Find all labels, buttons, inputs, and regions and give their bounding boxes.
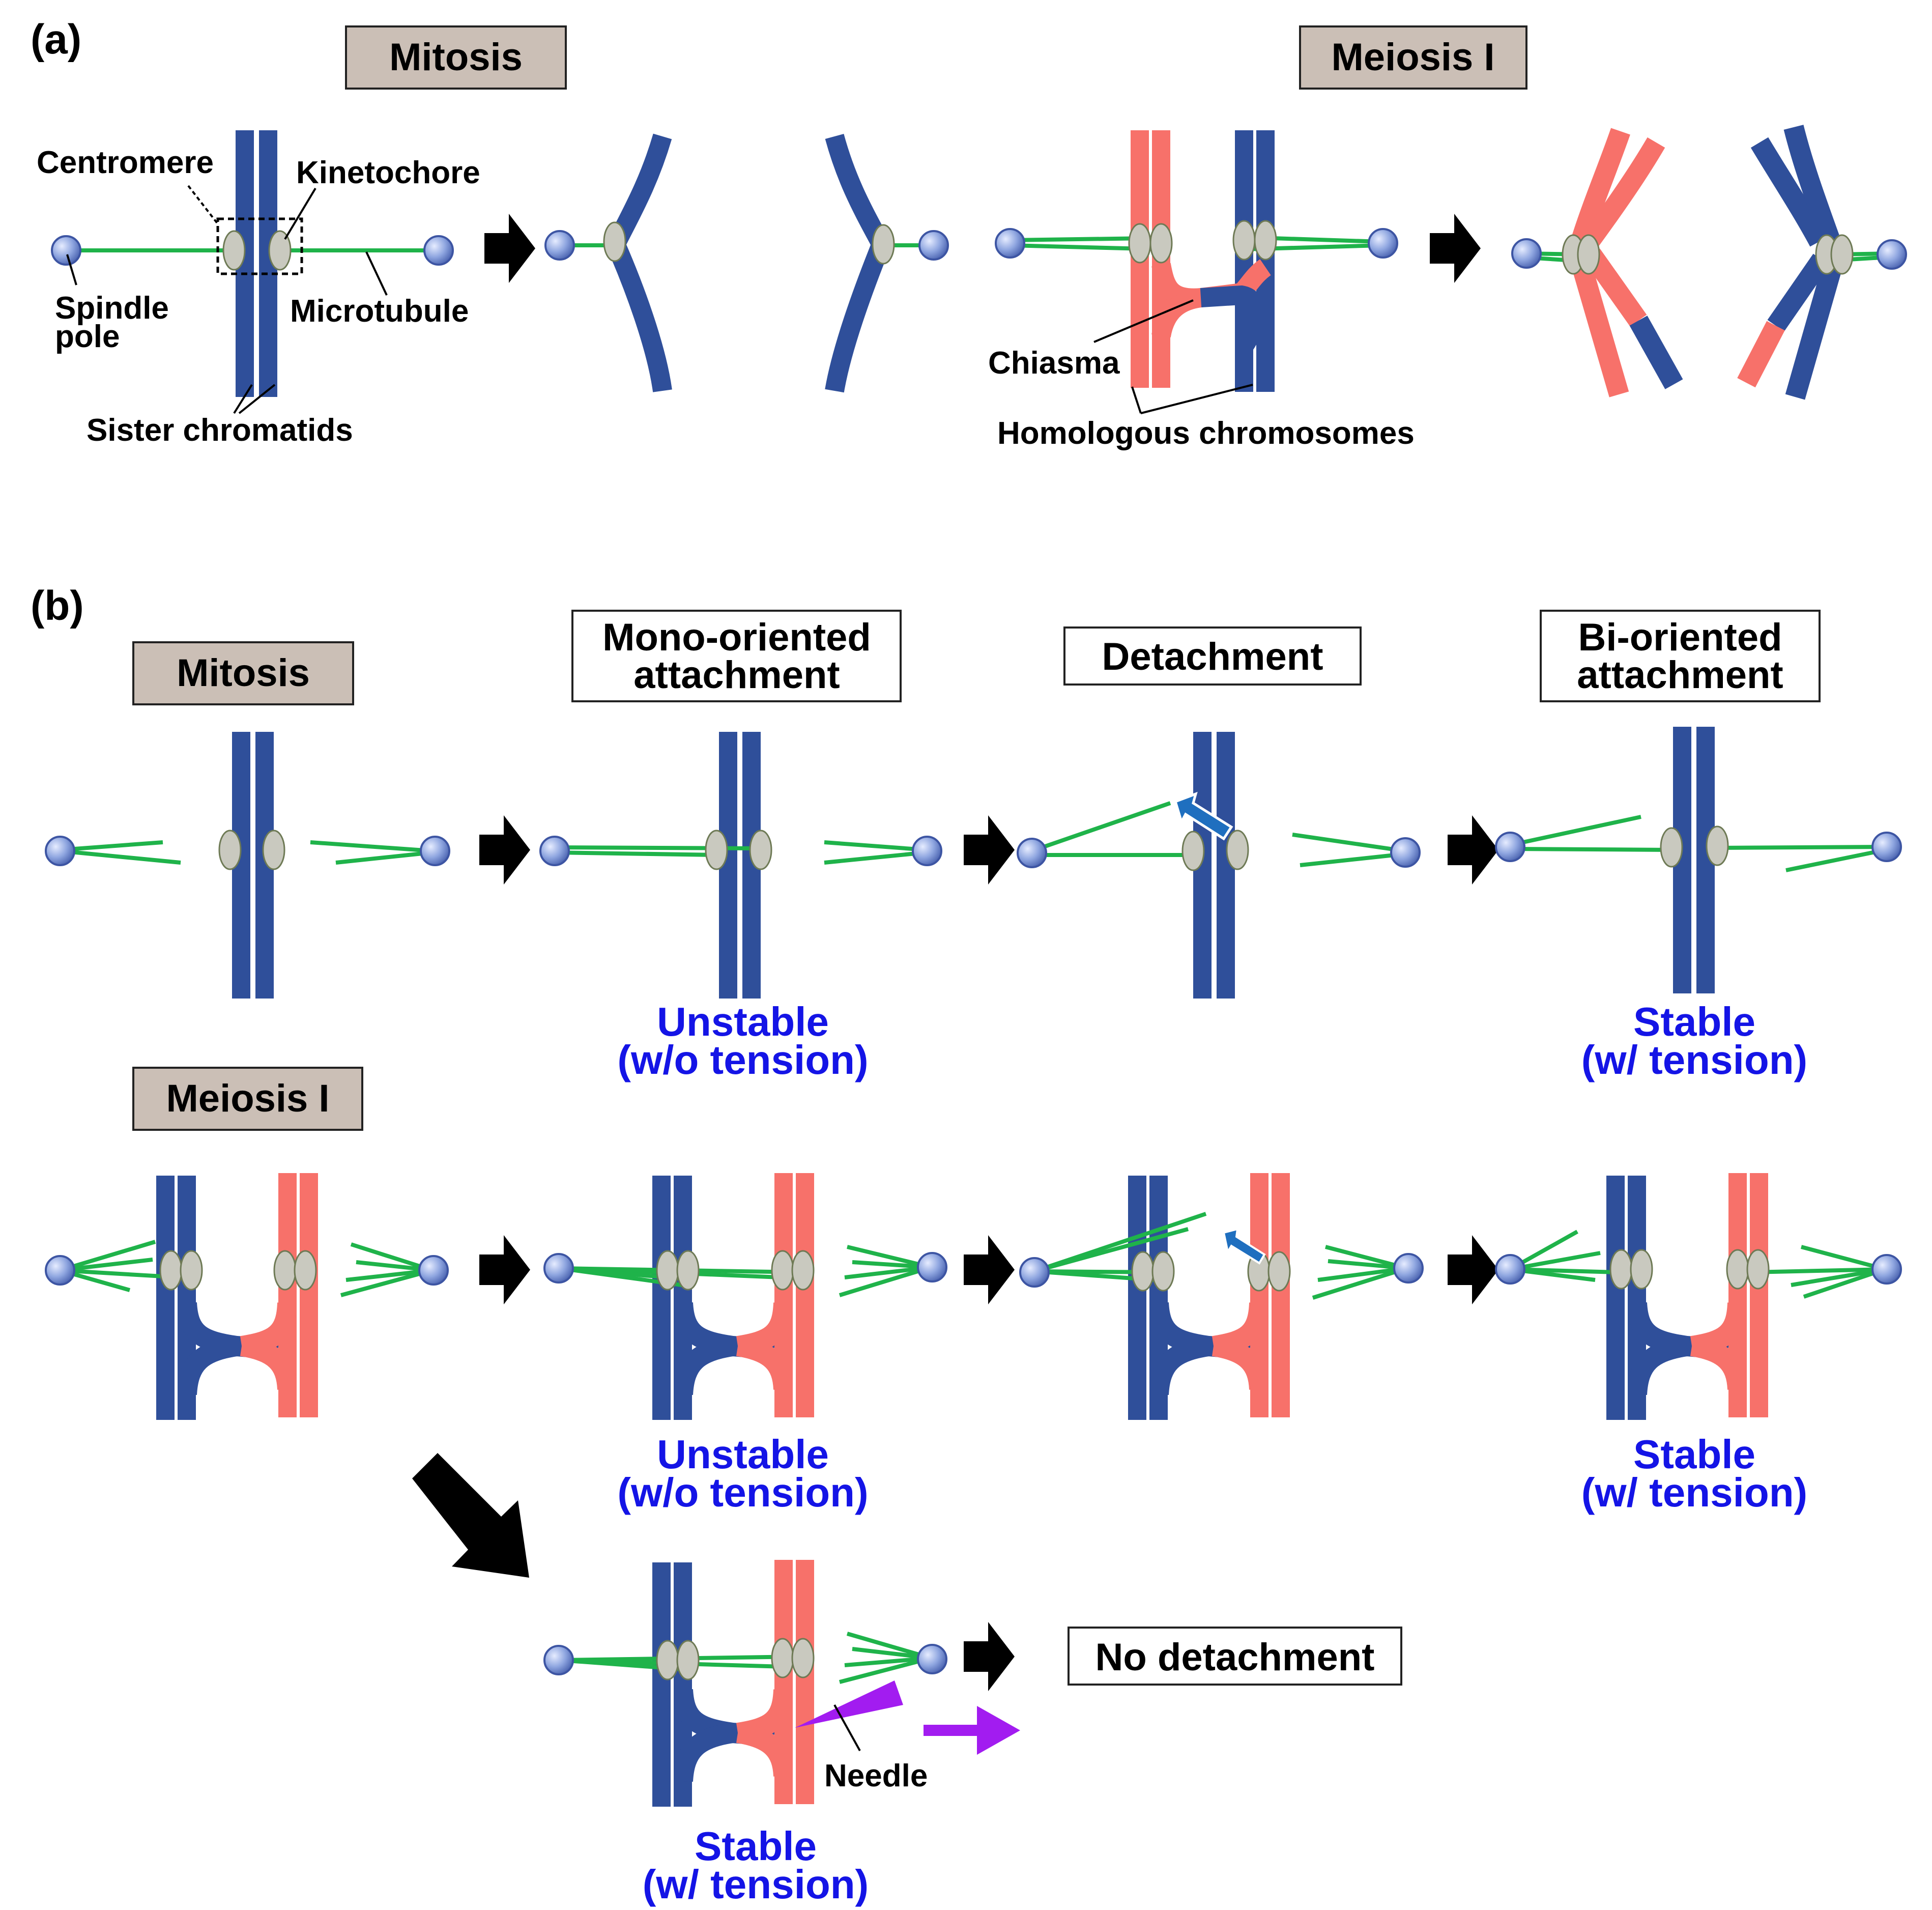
bi-oriented-line-2: attachment — [1577, 653, 1783, 697]
panel-a-meiosis-separated — [1511, 125, 1907, 400]
row3-stable-line-2: (w/ tension) — [643, 1862, 869, 1907]
label-sister-chromatids: Sister chromatids — [86, 413, 353, 448]
panel-a-arrow-2 — [1430, 214, 1481, 283]
panel-b-label: (b) — [31, 583, 84, 629]
label-homologous-chromosomes: Homologous chromosomes — [997, 416, 1415, 451]
row2-stable-line-1: Stable — [1633, 1432, 1755, 1477]
needle-motion-arrow — [924, 1706, 1020, 1755]
panel-a-label: (a) — [31, 16, 81, 63]
label-kinetochore: Kinetochore — [296, 155, 480, 190]
row2-stable-line-2: (w/ tension) — [1581, 1470, 1807, 1515]
panel-a-meiosis-title-box: Meiosis I — [1299, 25, 1527, 90]
label-spindle-pole-1: Spindle — [55, 291, 169, 326]
panel-a-mitosis-title-box: Mitosis — [345, 25, 567, 90]
panel-a-mitosis-title: Mitosis — [389, 36, 523, 79]
no-detachment-box: No detachment — [1068, 1627, 1402, 1686]
b-row2-arrow-1 — [479, 1235, 530, 1304]
panel-a-leader-lines — [66, 185, 388, 414]
b-row1-arrow-1 — [479, 815, 530, 885]
panel-a-mitosis-chromosome — [51, 130, 454, 397]
row3-stable-line-1: Stable — [695, 1823, 817, 1869]
panel-a-meiosis-leaders — [1093, 299, 1253, 414]
b-needle-experiment — [543, 1560, 947, 1807]
diagonal-arrow — [412, 1453, 529, 1578]
needle-icon — [795, 1680, 903, 1728]
b-meiosis-step-3-detachment — [1019, 1173, 1424, 1420]
label-centromere: Centromere — [37, 145, 214, 180]
label-microtubule: Microtubule — [290, 294, 469, 329]
panel-b-meiosis-title-box: Meiosis I — [132, 1067, 363, 1131]
b-mitosis-step-4-bioriented — [1495, 727, 1902, 993]
mono-oriented-box: Mono-oriented attachment — [571, 610, 902, 702]
row1-stable-line-1: Stable — [1633, 999, 1755, 1044]
label-spindle-pole-2: pole — [55, 319, 120, 354]
b-meiosis-step-1 — [45, 1173, 449, 1420]
b-mitosis-step-3-detachment — [1017, 732, 1421, 999]
panel-a-mitosis-separated — [544, 133, 949, 393]
mono-oriented-line-2: attachment — [633, 653, 840, 697]
no-detachment-label: No detachment — [1095, 1636, 1375, 1679]
panel-a-arrow-1 — [484, 214, 535, 283]
b-row2-arrow-3 — [1448, 1235, 1498, 1304]
b-meiosis-step-2-monooriented — [543, 1173, 947, 1420]
mono-oriented-line-1: Mono-oriented — [602, 616, 871, 659]
needle-label: Needle — [824, 1758, 928, 1793]
panel-b-mitosis-title-box: Mitosis — [132, 641, 354, 705]
detachment-box: Detachment — [1063, 626, 1362, 686]
b-meiosis-step-4-bioriented — [1495, 1173, 1902, 1420]
detach-arrow-icon-2 — [1222, 1228, 1266, 1265]
bi-oriented-line-1: Bi-oriented — [1578, 616, 1782, 659]
row1-unstable-line-1: Unstable — [657, 999, 829, 1044]
b-mitosis-step-2 — [539, 732, 942, 999]
bi-oriented-box: Bi-oriented attachment — [1540, 610, 1821, 702]
row1-unstable-line-2: (w/o tension) — [617, 1037, 868, 1082]
b-mitosis-step-1 — [45, 732, 450, 999]
row2-unstable-line-2: (w/o tension) — [617, 1470, 868, 1515]
detachment-label: Detachment — [1102, 635, 1323, 678]
label-chiasma: Chiasma — [988, 346, 1120, 381]
row1-stable-line-2: (w/ tension) — [1581, 1037, 1807, 1082]
b-row1-arrow-3 — [1448, 815, 1498, 885]
panel-a-meiosis-title: Meiosis I — [1332, 36, 1495, 79]
b-row1-arrow-2 — [964, 815, 1015, 885]
panel-b-mitosis-title: Mitosis — [177, 651, 310, 695]
panel-b-meiosis-title: Meiosis I — [166, 1077, 330, 1120]
b-row2-arrow-2 — [964, 1235, 1015, 1304]
detach-arrow-icon — [1173, 791, 1233, 841]
b-row3-arrow — [964, 1622, 1015, 1691]
row2-unstable-line-1: Unstable — [657, 1432, 829, 1477]
